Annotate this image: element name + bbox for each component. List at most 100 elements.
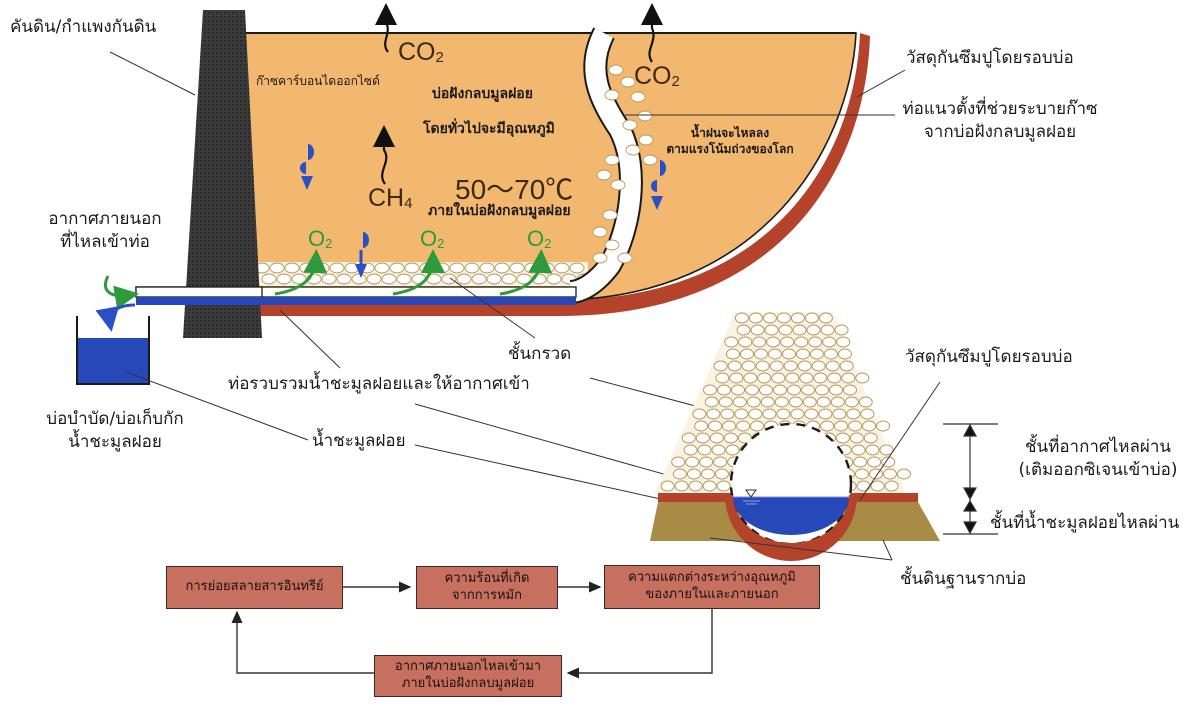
gravel-stone	[741, 360, 756, 372]
gravel-stone	[790, 408, 805, 420]
gravel-stone	[366, 273, 382, 285]
gravel-stone	[716, 480, 731, 492]
label-rain-line2: ตามแรงโน้มถ่วงของโลก	[666, 142, 794, 157]
label-temp-line1: บ่อฝังกลบมูลฝอย	[432, 86, 533, 102]
cross-section	[650, 312, 940, 561]
flow-box-heat: ความร้อนที่เกิด จากการหมัก	[416, 566, 558, 609]
gravel-stone	[854, 468, 869, 480]
gravel-stone	[494, 262, 510, 274]
gravel-stone	[732, 396, 747, 408]
gravel-stone	[816, 396, 831, 408]
gravel-stone	[486, 273, 502, 285]
gravel-stone	[700, 468, 715, 480]
gravel-stone	[750, 420, 765, 432]
gravel-stone	[867, 456, 882, 468]
pit-fill	[239, 32, 857, 301]
gravel-stone	[813, 372, 828, 384]
label-air-layer-line1: ชั้นที่อากาศไหลผ่าน	[1024, 437, 1172, 457]
gravel-stone	[799, 372, 814, 384]
gravel-stone	[509, 262, 525, 274]
gravel-stone	[835, 432, 850, 444]
gravel-stone	[546, 273, 562, 285]
gravel-stone	[449, 262, 465, 274]
gravel-stone	[776, 312, 791, 324]
label-treatment-pond-line2: น้ำชะมูลฝอย	[68, 431, 162, 452]
label-leachate: น้ำชะมูลฝอย	[312, 431, 406, 451]
gravel-stone	[686, 468, 701, 480]
label-co2-caption: ก๊าซคาร์บอนไดออกไซด์	[256, 74, 380, 88]
gravel-stone	[762, 312, 777, 324]
gas-o2-2: O2	[420, 226, 445, 251]
gravel-stone	[844, 396, 859, 408]
gravel-stone	[788, 396, 803, 408]
gravel-stone	[622, 119, 638, 131]
flow-box-air-inflow: อากาศภายนอกไหลเข้ามา ภายในบ่อฝังกลบมูลฝอ…	[374, 655, 562, 697]
gravel-stone	[374, 262, 390, 274]
gravel-stone	[725, 444, 740, 456]
embankment-wall	[183, 10, 262, 338]
gravel-stone	[704, 396, 719, 408]
gravel-stone	[276, 273, 292, 285]
gravel-stone	[610, 179, 626, 191]
gravel-stone	[711, 444, 726, 456]
gravel-stone	[729, 372, 744, 384]
gravel-stone	[261, 273, 277, 285]
gravel-stone	[697, 444, 712, 456]
oxygen-arrows	[274, 249, 553, 296]
gravel-stone	[731, 384, 746, 396]
gravel-stone	[592, 226, 608, 238]
gravel-stone	[724, 336, 739, 348]
gravel-stone	[617, 252, 633, 264]
gravel-stone	[284, 262, 300, 274]
gravel-stone	[804, 408, 819, 420]
gravel-stone	[713, 360, 728, 372]
gravel-stone	[743, 372, 758, 384]
label-cross-liner: วัสดุกันซึมปูโดยรอบบ่อ	[905, 347, 1073, 367]
gravel-stone	[896, 468, 911, 480]
gravel-stone	[760, 396, 775, 408]
gravel-stone	[620, 76, 636, 88]
gravel-stone	[734, 312, 749, 324]
gravel-stone	[471, 273, 487, 285]
gravel-stone	[351, 273, 367, 285]
gravel-stone	[797, 360, 812, 372]
leachate-water	[733, 497, 849, 535]
gravel-stone	[604, 154, 620, 166]
gravel-stone	[884, 480, 899, 492]
air-inflow-arrow	[104, 275, 139, 310]
gravel-stone	[795, 348, 810, 360]
gravel-stone	[715, 372, 730, 384]
gravel-stone	[853, 456, 868, 468]
gravel-stone	[723, 432, 738, 444]
gravel-stone	[820, 324, 835, 336]
gravel-stone	[808, 336, 823, 348]
pipe-gravel	[592, 64, 658, 264]
gravel-stone	[604, 239, 620, 251]
gravel-stone	[683, 444, 698, 456]
label-vertical-pipe-line2: จากบ่อฝังกลบมูลฝอย	[923, 121, 1077, 142]
gravel-stone	[727, 360, 742, 372]
gravel-stone	[774, 396, 789, 408]
gravel-stone	[781, 348, 796, 360]
dimension-arrows	[943, 423, 998, 535]
gravel-stone	[554, 262, 570, 274]
gravel-stone	[865, 444, 880, 456]
gravel-stone	[720, 408, 735, 420]
gravel-stone	[738, 336, 753, 348]
gravel-stone	[638, 134, 654, 146]
gravel-stone	[882, 468, 897, 480]
gravel-stone	[737, 432, 752, 444]
gravel-stone	[827, 372, 842, 384]
label-embankment: คันดิน/กำแพงกันดิน	[10, 17, 157, 37]
label-collection-pipe: ท่อรวบรวมน้ำชะมูลฝอยและให้อากาศเข้า	[228, 374, 530, 394]
label-leachate-layer: ชั้นที่น้ำชะมูลฝอยไหลผ่าน	[990, 513, 1180, 533]
gravel-stone	[811, 360, 826, 372]
gravel-stone	[766, 336, 781, 348]
gravel-stone	[717, 384, 732, 396]
gravel-stone	[836, 336, 851, 348]
gravel-stone	[464, 262, 480, 274]
gravel-stone	[757, 372, 772, 384]
gravel-stone	[329, 262, 345, 274]
gravel-stone	[694, 420, 709, 432]
gravel-stone	[404, 262, 420, 274]
